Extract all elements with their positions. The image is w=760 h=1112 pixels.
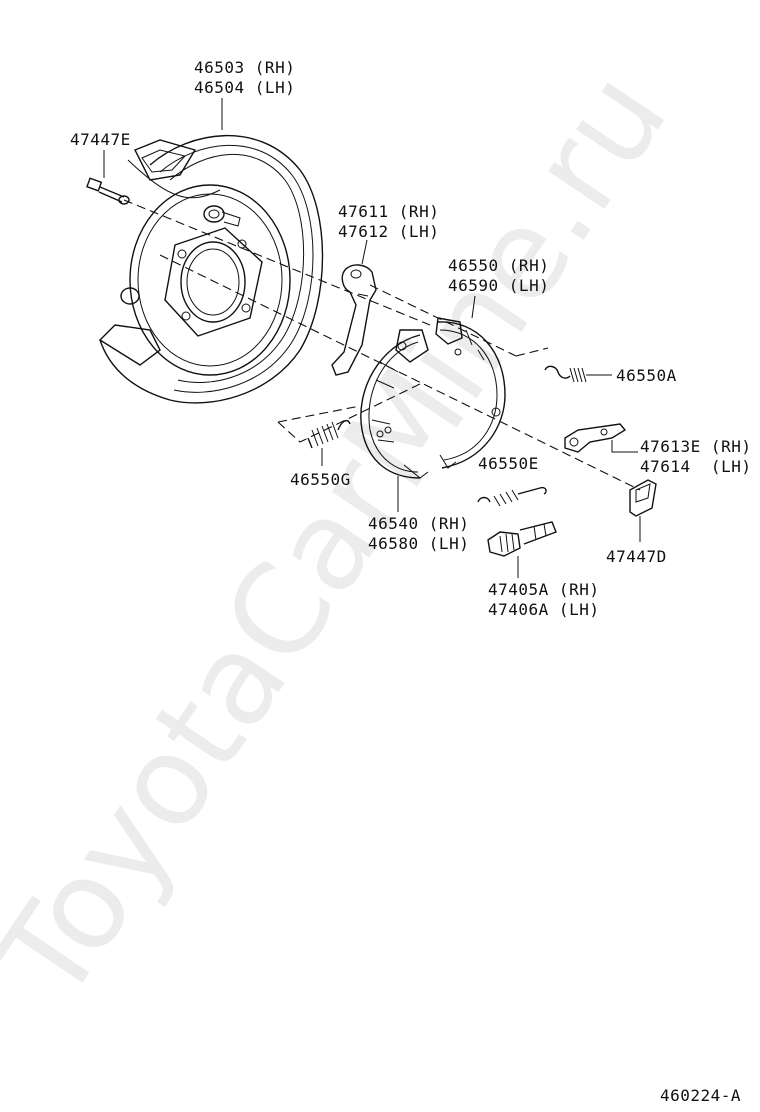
label-spring-e: 46550E — [478, 454, 539, 473]
label-strut: 47613E (RH)47614 (LH) — [640, 437, 752, 476]
label-backing-plate: 46503 (RH)46504 (LH) — [194, 58, 296, 97]
clip — [629, 479, 657, 517]
label-bolt: 47447E — [70, 130, 131, 149]
leader-lines — [103, 98, 641, 578]
label-adjuster: 47405A (RH)47406A (LH) — [488, 580, 600, 619]
label-spring-g: 46550G — [290, 470, 351, 489]
parking-lever — [331, 264, 377, 376]
label-lever: 47611 (RH)47612 (LH) — [338, 202, 440, 241]
figure-code: 460224-A — [660, 1086, 742, 1105]
assembly-lines — [123, 199, 641, 491]
spring-46550e — [477, 486, 547, 507]
adjuster — [487, 521, 557, 557]
label-spring-a: 46550A — [616, 366, 677, 385]
bolt — [86, 177, 130, 205]
spring-46550g — [307, 419, 351, 449]
backing-plate — [98, 134, 324, 404]
spring-46550a — [544, 365, 612, 383]
label-clip: 47447D — [606, 547, 667, 566]
rear-brake-shoe — [360, 329, 429, 479]
front-brake-shoe — [435, 317, 506, 469]
adjusting-strut — [564, 423, 627, 453]
label-front-shoe: 46550 (RH)46590 (LH) — [448, 256, 550, 295]
label-rear-shoe: 46540 (RH)46580 (LH) — [368, 514, 470, 553]
